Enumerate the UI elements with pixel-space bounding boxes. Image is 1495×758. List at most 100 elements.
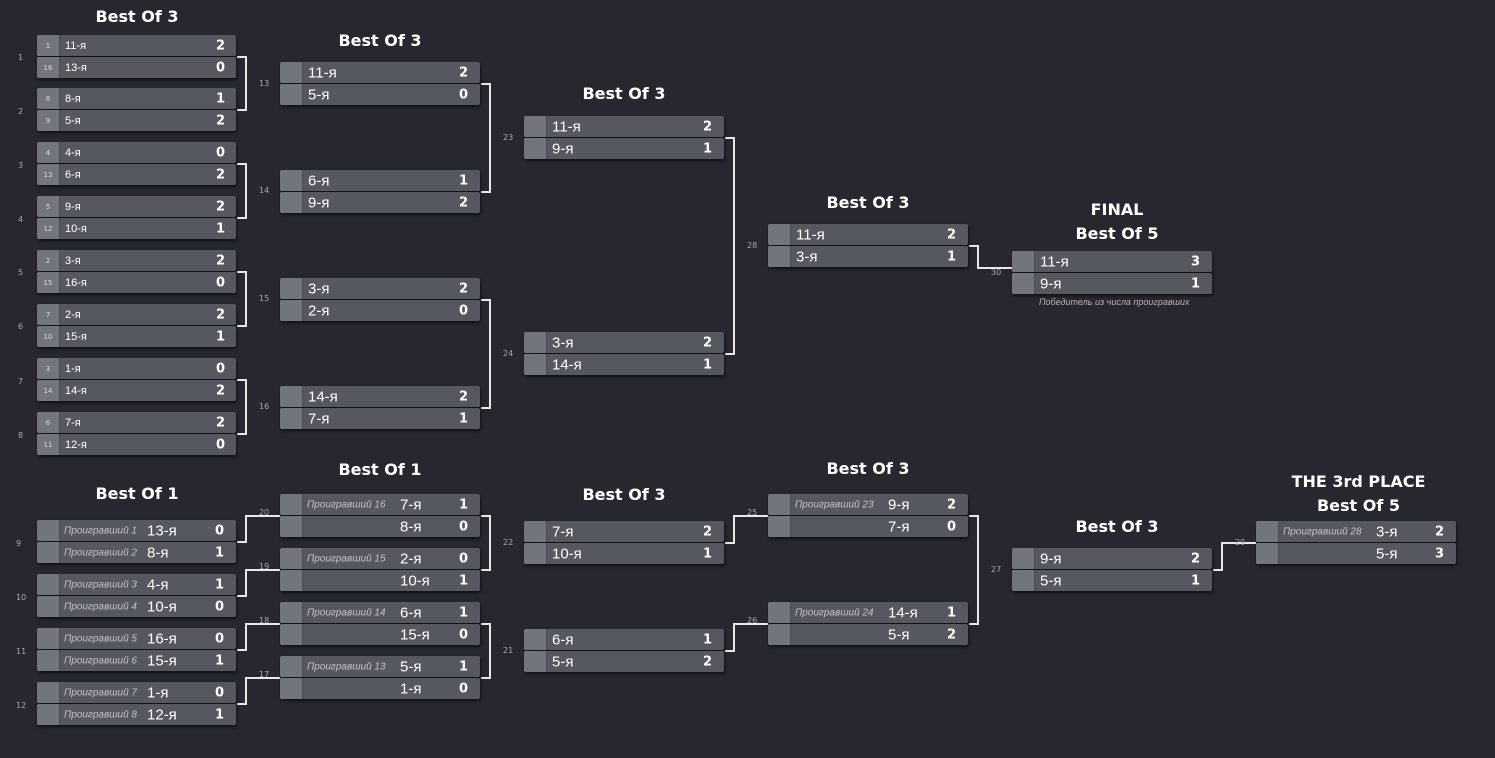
seed-box	[280, 300, 303, 321]
seed-box	[37, 574, 60, 595]
seed-box	[768, 624, 791, 645]
seed-box	[280, 656, 303, 677]
team-name: 8-я	[400, 518, 422, 535]
team-name: 3-я	[796, 248, 818, 265]
score: 1	[214, 577, 224, 592]
seed-box	[280, 386, 303, 407]
winners-round4-header: Best Of 3	[826, 193, 910, 212]
seed-box	[1012, 570, 1035, 591]
score: 1	[702, 141, 712, 156]
score: 1	[458, 497, 468, 512]
seed-box: 9	[37, 110, 60, 131]
team-name: 6-я	[308, 172, 330, 189]
seed-box	[768, 516, 791, 537]
source-label: Проигравший 24	[795, 607, 874, 618]
source-label: Проигравший 14	[307, 607, 386, 618]
match-number: 9	[16, 539, 22, 548]
match-number: 24	[503, 349, 514, 358]
connector-line	[725, 515, 768, 544]
team-name: 5-я	[65, 114, 81, 127]
seed-box	[1256, 521, 1279, 542]
losers-round5-header: Best Of 3	[1075, 517, 1159, 536]
team-name: 11-я	[1040, 253, 1069, 270]
score: 0	[215, 60, 225, 75]
seed-box	[280, 548, 303, 569]
winners-round2-header: Best Of 3	[338, 31, 422, 50]
score: 2	[946, 627, 956, 642]
seed-box	[1012, 273, 1035, 294]
source-label: Проигравший 7	[64, 687, 137, 698]
score: 0	[215, 361, 225, 376]
seed-box: 3	[37, 358, 60, 379]
seed-box	[280, 170, 303, 191]
losers-round2-header: Best Of 1	[338, 460, 422, 479]
seed-number: 4	[45, 148, 51, 157]
score: 0	[458, 627, 468, 642]
team-name: 5-я	[1040, 572, 1062, 589]
match-number: 14	[259, 186, 270, 195]
connector-line	[237, 623, 280, 651]
connector-line	[237, 677, 280, 705]
